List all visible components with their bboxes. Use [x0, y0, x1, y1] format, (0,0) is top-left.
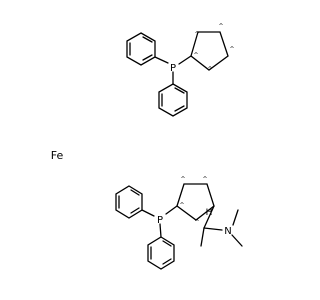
radical-mark: ^: [218, 23, 223, 30]
phenyl-ring-top-lower: [158, 83, 188, 117]
bond-cp-chiral-carbon: [203, 205, 215, 229]
top-fragment: P ^ ^ ^ ^ ^: [126, 23, 235, 117]
radical-mark: ^: [180, 176, 185, 183]
bond-p-phenyl-c: [141, 209, 155, 217]
bond-p-phenyl-d: [159, 223, 162, 238]
radical-mark: ^: [202, 176, 207, 183]
molecule-diagram: P ^ ^ ^ ^ ^ Fe: [51, 23, 243, 270]
bond-chiral-nitrogen: [203, 227, 223, 231]
phosphorus-top-label: P: [170, 63, 176, 74]
radical-mark: ^: [194, 219, 199, 226]
bond-n-methyl-down: [231, 234, 243, 247]
nitrogen-label: N: [224, 226, 231, 237]
bond-n-methyl-up: [232, 209, 239, 226]
phenyl-ring-bottom-lower: [147, 236, 175, 270]
hydrogen-label: H: [206, 208, 213, 218]
radical-mark: ^: [193, 52, 198, 59]
radical-mark: ^: [194, 31, 199, 38]
phenyl-ring-top-left: [126, 32, 156, 66]
phenyl-ring-bottom-left: [115, 185, 143, 219]
radical-mark: ^: [179, 202, 184, 209]
bottom-fragment: P H N ^ ^ ^ ^: [115, 176, 243, 270]
cp-ring-bottom: [176, 183, 215, 221]
bond-chiral-methyl: [200, 227, 205, 247]
radical-mark: ^: [229, 46, 234, 53]
iron-label: Fe: [51, 149, 64, 162]
phosphorus-bottom-label: P: [157, 215, 163, 226]
cp-ring-top: [190, 31, 229, 71]
bond-p-cp-top: [178, 55, 192, 65]
radical-mark: ^: [207, 66, 212, 73]
bond-p-phenyl-a: [154, 56, 169, 64]
bond-p-cp-bottom: [165, 205, 178, 215]
